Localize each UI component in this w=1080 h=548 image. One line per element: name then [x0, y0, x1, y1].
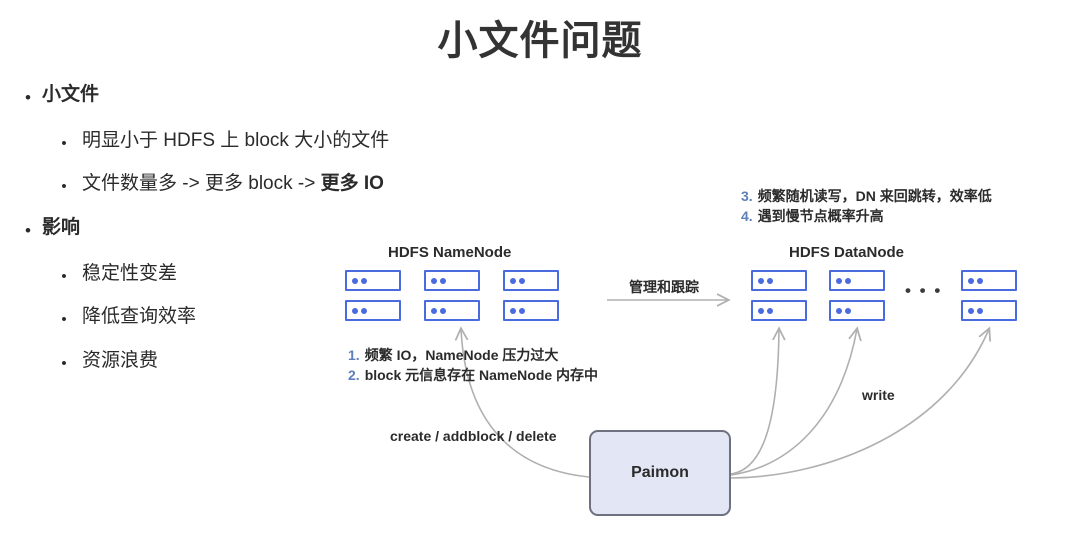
- server-icon: [829, 300, 885, 321]
- server-icon: [424, 300, 480, 321]
- note-item: 2. block 元信息存在 NameNode 内存中: [348, 365, 598, 385]
- bullet-text: 文件数量多 -> 更多 block -> 更多 IO: [82, 172, 384, 197]
- server-led-dots: [968, 307, 983, 314]
- datanode-stack-3: [961, 270, 1017, 321]
- server-led-dots: [431, 277, 446, 284]
- server-icon: [961, 300, 1017, 321]
- server-led-dots: [836, 307, 851, 314]
- list-item: • 稳定性变差: [14, 262, 484, 287]
- note-text: 频繁 IO，NameNode 压力过大: [364, 347, 559, 363]
- paimon-label: Paimon: [631, 464, 689, 481]
- bullet-text-plain: 文件数量多 -> 更多 block ->: [82, 173, 321, 195]
- server-led-dots: [758, 277, 773, 284]
- server-icon: [424, 270, 480, 291]
- arrow-write-2: [730, 329, 857, 476]
- server-icon: [961, 270, 1017, 291]
- note-index: 4.: [741, 208, 753, 225]
- bullet-marker-icon: •: [61, 355, 67, 373]
- server-led-dots: [968, 277, 983, 284]
- server-icon: [751, 300, 807, 321]
- page-title: 小文件问题: [437, 19, 643, 63]
- bullet-marker-icon: •: [61, 311, 67, 329]
- bullet-text: 稳定性变差: [82, 262, 178, 284]
- bullet-text: 降低查询效率: [82, 306, 197, 328]
- label-write: write: [862, 387, 895, 403]
- bullet-text-emphasis: 更多 IO: [320, 173, 384, 195]
- note-item: 4. 遇到慢节点概率升高: [741, 206, 992, 226]
- server-led-dots: [431, 307, 446, 314]
- arrow-create-addblock-delete: [461, 329, 590, 478]
- note-index: 2.: [348, 367, 360, 384]
- note-index: 1.: [348, 347, 360, 363]
- note-item: 1. 频繁 IO，NameNode 压力过大: [348, 345, 598, 365]
- server-icon: [503, 270, 559, 291]
- bullet-list: • 小文件 • 明显小于 HDFS 上 block 大小的文件 • 文件数量多 …: [14, 83, 484, 393]
- server-led-dots: [836, 277, 851, 284]
- arrow-write-3: [730, 329, 989, 479]
- arrow-write-1: [730, 329, 779, 475]
- datanode-notes: 3. 频繁随机读写，DN 来回跳转，效率低 4. 遇到慢节点概率升高: [741, 186, 992, 227]
- namenode-stack-3: [503, 270, 559, 321]
- datanode-stack-1: [751, 270, 807, 321]
- list-item: • 资源浪费: [14, 349, 484, 374]
- server-icon: [829, 270, 885, 291]
- list-item: • 降低查询效率: [14, 305, 484, 330]
- namenode-title: HDFS NameNode: [388, 244, 512, 261]
- list-item: • 小文件: [14, 83, 484, 108]
- bullet-marker-icon: •: [25, 221, 31, 241]
- bullet-marker-icon: •: [61, 134, 67, 152]
- note-text: 频繁随机读写，DN 来回跳转，效率低: [757, 188, 992, 204]
- bullet-text: 影响: [42, 217, 81, 239]
- paimon-node: Paimon: [589, 430, 731, 516]
- bullet-text: 小文件: [42, 84, 100, 105]
- list-item: • 明显小于 HDFS 上 block 大小的文件: [14, 129, 484, 154]
- bullet-marker-icon: •: [25, 88, 31, 107]
- bullet-text: 明显小于 HDFS 上 block 大小的文件: [82, 129, 390, 151]
- label-create-addblock-delete: create / addblock / delete: [390, 428, 557, 444]
- server-led-dots: [510, 307, 525, 314]
- namenode-notes: 1. 频繁 IO，NameNode 压力过大 2. block 元信息存在 Na…: [348, 345, 598, 386]
- bullet-marker-icon: •: [61, 178, 67, 196]
- server-icon: [503, 300, 559, 321]
- note-index: 3.: [741, 188, 753, 204]
- server-led-dots: [510, 277, 525, 284]
- label-manage-and-track: 管理和跟踪: [629, 279, 699, 295]
- server-led-dots: [352, 307, 367, 314]
- server-icon: [751, 270, 807, 291]
- note-item: 3. 频繁随机读写，DN 来回跳转，效率低: [741, 186, 992, 206]
- list-item: • 文件数量多 -> 更多 block -> 更多 IO: [14, 172, 484, 197]
- note-text: block 元信息存在 NameNode 内存中: [364, 367, 599, 384]
- namenode-stack-2: [424, 270, 480, 321]
- bullet-text: 资源浪费: [82, 350, 159, 372]
- server-icon: [345, 300, 401, 321]
- bullet-marker-icon: •: [61, 267, 67, 285]
- note-text: 遇到慢节点概率升高: [757, 208, 884, 225]
- datanode-title: HDFS DataNode: [789, 244, 905, 261]
- datanode-ellipsis: • • •: [905, 281, 943, 300]
- server-led-dots: [758, 307, 773, 314]
- list-item: • 影响: [14, 216, 484, 241]
- namenode-stack-1: [345, 270, 401, 321]
- datanode-stack-2: [829, 270, 885, 321]
- server-led-dots: [352, 277, 367, 284]
- server-icon: [345, 270, 401, 291]
